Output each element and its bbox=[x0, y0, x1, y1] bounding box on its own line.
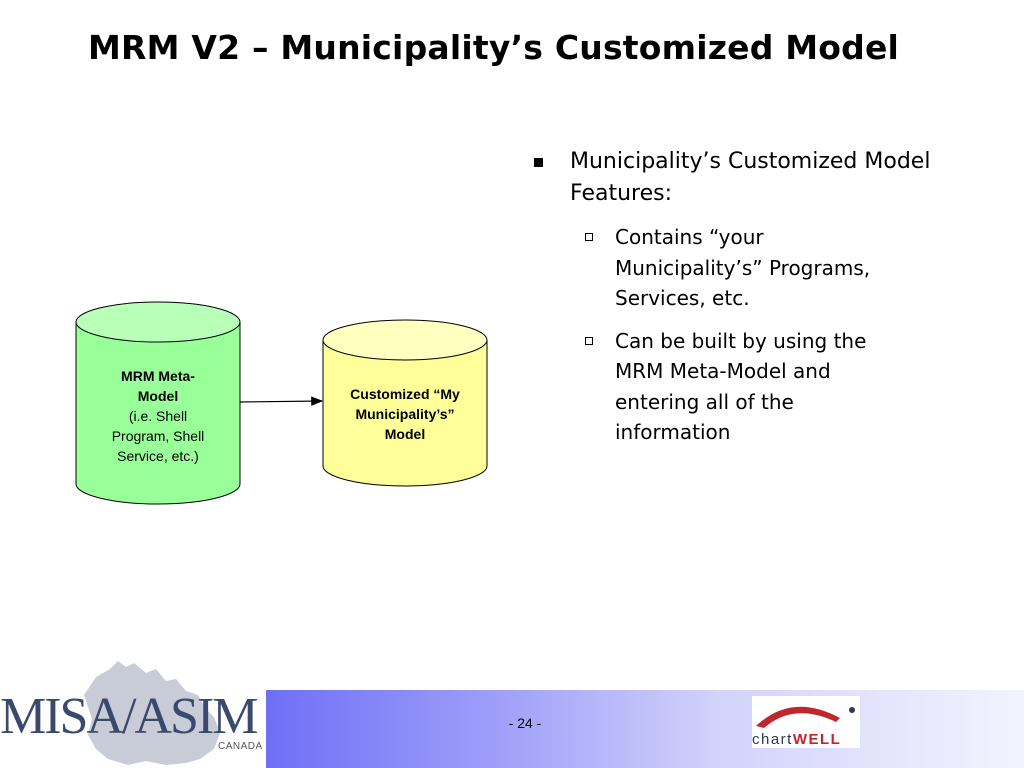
bullet-sub-2-text: Can be built by using the MRM Meta-Model… bbox=[615, 328, 867, 445]
custom-model-cylinder bbox=[322, 319, 488, 487]
misa-map-icon bbox=[84, 661, 220, 765]
diagram-canvas bbox=[75, 301, 488, 505]
bullet-list: Municipality’s Customized Model Features… bbox=[532, 146, 952, 460]
meta-model-line3: (i.e. Shell bbox=[128, 408, 188, 424]
square-bullet-icon bbox=[534, 158, 543, 167]
bullet-sub-1: Contains “your Municipality’s” Programs,… bbox=[532, 222, 875, 314]
meta-model-cylinder bbox=[75, 301, 241, 505]
custom-model-line3: Model bbox=[384, 426, 426, 442]
page-number: - 24 - bbox=[508, 715, 542, 731]
bullet-main-text: Municipality’s Customized Model Features… bbox=[570, 149, 931, 206]
bullet-sub-2: Can be built by using the MRM Meta-Model… bbox=[532, 326, 875, 448]
custom-model-label: Customized “My Municipality’s” Model bbox=[330, 384, 480, 444]
meta-model-line5: Service, etc.) bbox=[117, 448, 199, 464]
hollow-square-bullet-icon bbox=[585, 336, 593, 345]
meta-model-line1: MRM Meta- bbox=[121, 368, 195, 384]
misa-logo-country: CANADA bbox=[218, 741, 263, 752]
bullet-sub-1-text: Contains “your Municipality’s” Programs,… bbox=[615, 225, 871, 310]
meta-model-line2: Model bbox=[137, 388, 179, 404]
misa-logo-text: MISA/ASIM bbox=[0, 688, 258, 745]
hollow-square-bullet-icon bbox=[585, 233, 593, 241]
bullet-main: Municipality’s Customized Model Features… bbox=[532, 146, 952, 210]
slide-title: MRM V2 – Municipality’s Customized Model bbox=[88, 28, 900, 67]
chartwell-text-strong: WELL bbox=[792, 731, 842, 748]
custom-model-line2: Municipality’s” bbox=[355, 406, 455, 422]
chartwell-arc-icon bbox=[756, 706, 855, 728]
chartwell-text-light: chart bbox=[752, 731, 793, 748]
footer-band bbox=[266, 690, 1024, 768]
custom-model-line1: Customized “My bbox=[350, 386, 460, 402]
meta-model-line4: Program, Shell bbox=[111, 428, 205, 444]
connector-arrow bbox=[239, 396, 324, 406]
meta-model-label: MRM Meta- Model (i.e. Shell Program, She… bbox=[88, 366, 228, 466]
chartwell-logo-text: chartWELL bbox=[752, 731, 841, 748]
